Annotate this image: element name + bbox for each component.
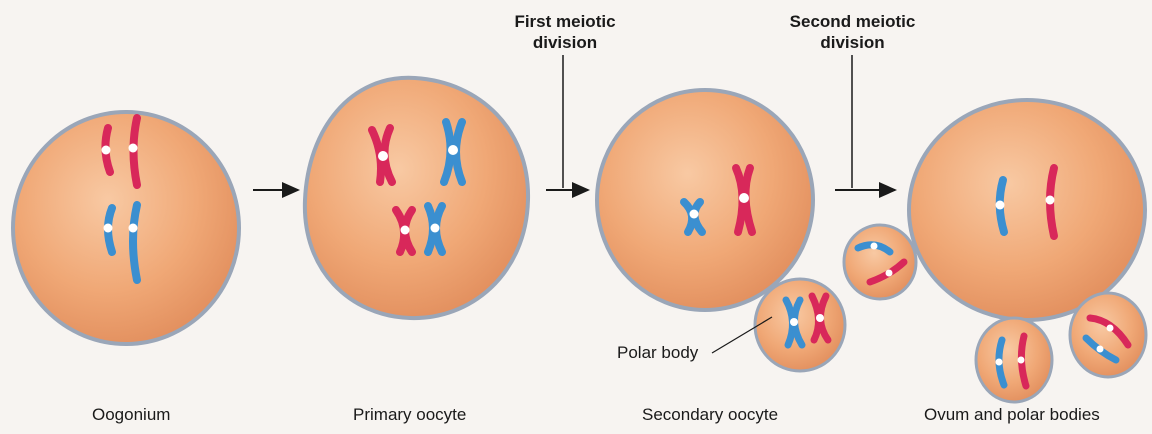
secondary-oocyte-label: Secondary oocyte <box>642 405 778 425</box>
ovum-cell <box>909 100 1145 320</box>
first-division-heading: First meiotic division <box>500 11 630 53</box>
polar-body-right <box>1070 293 1146 377</box>
first-division-line2: division <box>500 32 630 53</box>
polar-body-left <box>844 225 916 299</box>
polar-body-label: Polar body <box>617 343 698 363</box>
first-polar-body <box>755 279 845 371</box>
second-division-heading: Second meiotic division <box>775 11 930 53</box>
primary-oocyte-label: Primary oocyte <box>353 405 466 425</box>
polar-body-bottom <box>976 318 1052 402</box>
ovum-polar-label: Ovum and polar bodies <box>924 405 1100 425</box>
oogonium-label: Oogonium <box>92 405 170 425</box>
first-division-line1: First meiotic <box>500 11 630 32</box>
oogonium-cell <box>13 112 239 344</box>
primary-oocyte-cell <box>305 78 528 318</box>
second-division-line2: division <box>775 32 930 53</box>
second-division-line1: Second meiotic <box>775 11 930 32</box>
secondary-oocyte-cell <box>597 90 813 310</box>
